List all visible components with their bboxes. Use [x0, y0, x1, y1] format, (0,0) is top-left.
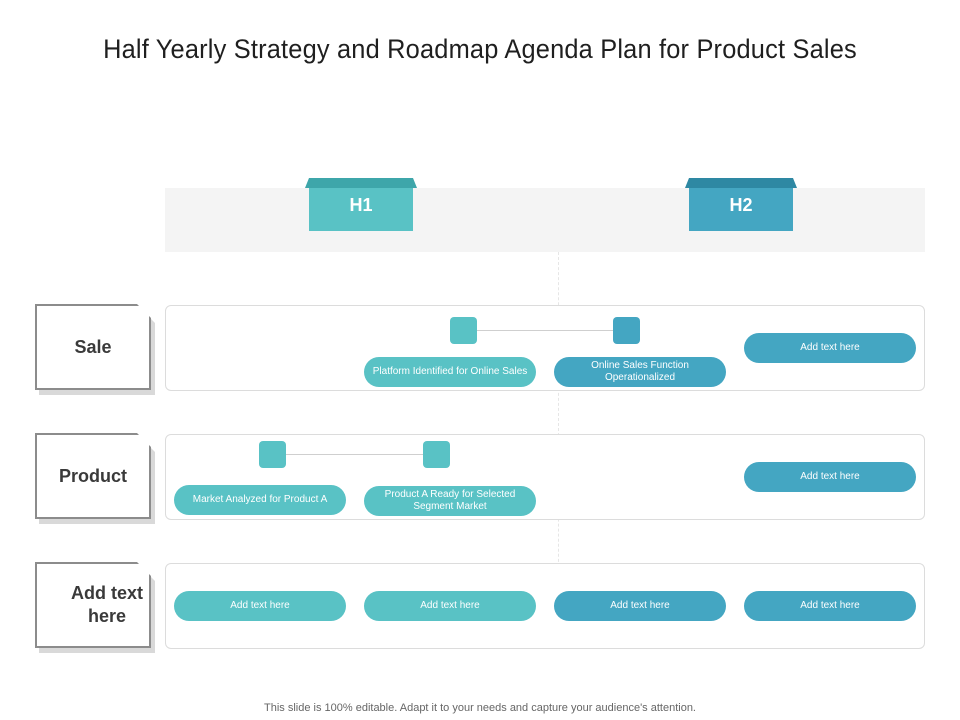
row-label-sale: Sale	[35, 304, 151, 390]
milestone-marker	[613, 317, 640, 344]
milestone-marker	[450, 317, 477, 344]
milestone-pill: Online Sales Function Operationalized	[554, 357, 726, 387]
row-label-text: Sale	[74, 336, 112, 357]
row-label-custom: Add text here	[35, 562, 151, 648]
half-divider	[558, 252, 559, 592]
row-label-product: Product	[35, 433, 151, 519]
milestone-marker	[423, 441, 450, 468]
tab-h2: H2	[685, 178, 797, 231]
page-title: Half Yearly Strategy and Roadmap Agenda …	[103, 34, 857, 64]
milestone-connector	[286, 454, 423, 455]
row-label-text: Add text here	[71, 583, 143, 626]
milestone-pill: Add text here	[174, 591, 346, 621]
tab-h2-fold	[685, 178, 797, 188]
row-label-text: Product	[58, 465, 127, 486]
milestone-pill: Add text here	[744, 591, 916, 621]
footer-note: This slide is 100% editable. Adapt it to…	[264, 702, 696, 714]
milestone-pill: Market Analyzed for Product A	[174, 485, 346, 515]
milestone-pill: Add text here	[554, 591, 726, 621]
milestone-pill: Add text here	[744, 333, 916, 363]
milestone-pill: Platform Identified for Online Sales	[364, 357, 536, 387]
milestone-marker	[259, 441, 286, 468]
timeline-header-band	[165, 188, 925, 252]
milestone-pill: Add text here	[364, 591, 536, 621]
tab-h1: H1	[305, 178, 417, 231]
tab-h1-fold	[305, 178, 417, 188]
milestone-pill: Product A Ready for Selected Segment Mar…	[364, 486, 536, 516]
milestone-connector	[477, 330, 613, 331]
milestone-pill: Add text here	[744, 462, 916, 492]
